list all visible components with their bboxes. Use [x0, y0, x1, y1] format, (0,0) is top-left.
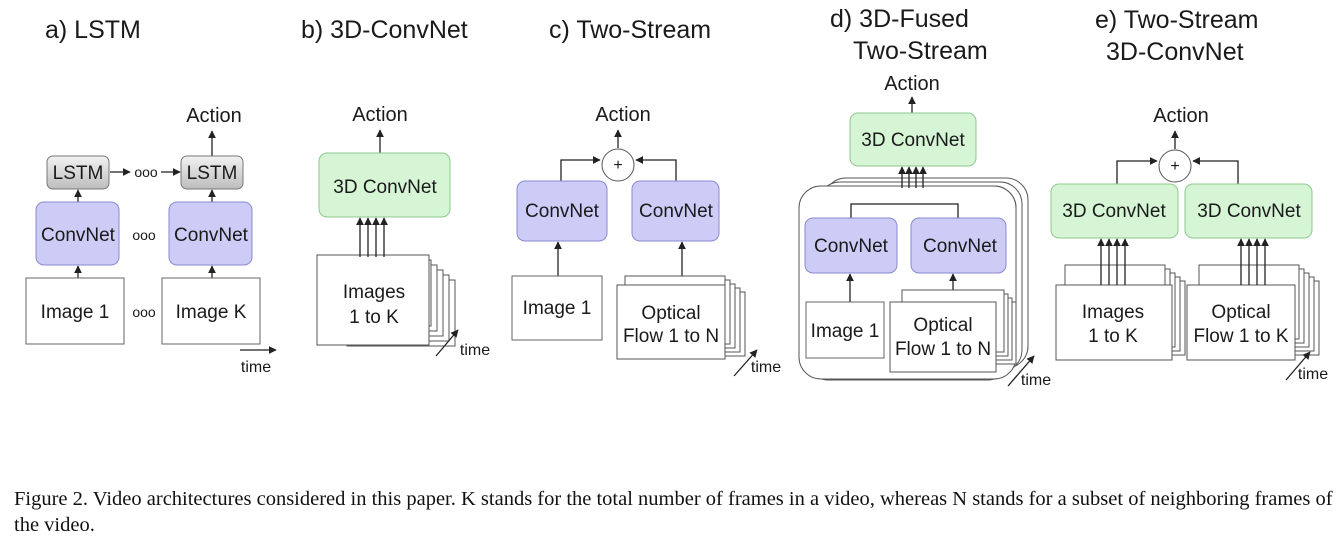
optical-flow-stack	[616, 275, 746, 360]
net3d-block-label: 3D ConvNet	[333, 177, 437, 198]
fusion-sum-symbol: +	[1170, 158, 1179, 175]
convnet-spatial-label: ConvNet	[814, 236, 889, 257]
net3d-rgb	[1050, 183, 1179, 239]
image-stack	[316, 254, 456, 347]
optical-flow-label-1: Optical	[913, 315, 972, 336]
panel-b-3d-convnet: b) 3D-ConvNet Action 3D ConvNet Images 1…	[301, 16, 490, 359]
image-stack-label-1: Images	[343, 282, 405, 303]
panel-b-action-label: Action	[352, 104, 408, 126]
panel-e-title-line-1: e) Two-Stream	[1095, 6, 1258, 34]
ellipsis-convnet: ooo	[132, 227, 156, 243]
panel-a-action-label: Action	[186, 105, 242, 127]
optical-flow-label-1: Optical	[641, 303, 700, 324]
image-frame-1-label: Image 1	[41, 302, 110, 323]
lstm-cell-k	[180, 155, 244, 190]
panel-d-title-line-1: d) 3D-Fused	[830, 5, 969, 33]
convnet-frame-k-label: ConvNet	[174, 225, 249, 246]
image-frame	[511, 275, 603, 341]
fusion-sum-node	[601, 148, 635, 182]
convnet-spatial	[516, 180, 608, 242]
net3d-fusion-block-label: 3D ConvNet	[861, 130, 965, 151]
architectures-figure: a) LSTM Action LSTM LSTM ooo ConvNet Con…	[25, 5, 1328, 389]
lstm-cell-1	[46, 155, 110, 190]
net3d-flow	[1184, 183, 1313, 239]
optical-flow-stack	[889, 289, 1017, 373]
image-stack	[1055, 264, 1186, 361]
lstm-cell-1-label: LSTM	[53, 163, 104, 184]
convnet-frame-1-label: ConvNet	[41, 225, 116, 246]
optical-flow-label-2: Flow 1 to K	[1193, 326, 1288, 347]
image-frame-label: Image 1	[523, 298, 592, 319]
figure-caption: Figure 2. Video architectures considered…	[14, 488, 1333, 536]
image-frame-1	[25, 277, 125, 345]
image-stack-label-2: 1 to K	[349, 307, 399, 328]
image-stack-label-2: 1 to K	[1088, 326, 1138, 347]
convnet-spatial-label: ConvNet	[525, 201, 600, 222]
panel-e-time-label: time	[1298, 366, 1328, 383]
lstm-cell-k-label: LSTM	[187, 163, 238, 184]
convnet-spatial	[804, 217, 898, 274]
panel-d-action-label: Action	[884, 73, 940, 95]
image-stack-label-1: Images	[1082, 302, 1144, 323]
panel-e-action-label: Action	[1153, 105, 1209, 127]
panel-b-time-label: time	[460, 342, 490, 359]
panel-a-lstm: a) LSTM Action LSTM LSTM ooo ConvNet Con…	[25, 16, 277, 376]
panel-d-3d-fused-two-stream: d) 3D-Fused Two-Stream Action 3D ConvNet…	[798, 5, 1051, 389]
panel-a-title: a) LSTM	[45, 16, 141, 44]
optical-flow-label-2: Flow 1 to N	[895, 339, 991, 360]
convnet-frame-k	[168, 201, 253, 266]
panel-c-two-stream: c) Two-Stream Action + ConvNet ConvNet I…	[511, 16, 781, 377]
image-frame-k	[161, 277, 261, 345]
convnet-temporal	[631, 180, 720, 242]
convnet-frame-1	[35, 201, 120, 266]
image-frame	[805, 301, 885, 359]
panel-b-title: b) 3D-ConvNet	[301, 16, 468, 44]
net3d-flow-label: 3D ConvNet	[1197, 201, 1301, 222]
ellipsis-image: ooo	[132, 304, 156, 320]
panel-a-time-label: time	[241, 359, 271, 376]
panel-c-title: c) Two-Stream	[549, 16, 711, 44]
panel-e-title-line-2: 3D-ConvNet	[1106, 38, 1244, 66]
net3d-rgb-label: 3D ConvNet	[1062, 201, 1166, 222]
panel-c-time-label: time	[751, 359, 781, 376]
convnet-temporal-label: ConvNet	[923, 236, 998, 257]
panel-d-title-line-2: Two-Stream	[853, 37, 988, 65]
panel-d-time-label: time	[1021, 372, 1051, 389]
net3d-fusion-block	[849, 112, 977, 167]
ellipsis-lstm: ooo	[134, 164, 158, 180]
image-frame-label: Image 1	[811, 321, 880, 342]
convnet-temporal-label: ConvNet	[639, 201, 714, 222]
net3d-block	[318, 152, 451, 218]
convnet-temporal	[910, 217, 1007, 274]
optical-flow-label-1: Optical	[1211, 302, 1270, 323]
panel-c-action-label: Action	[595, 104, 651, 126]
panel-e-two-stream-3d-convnet: e) Two-Stream 3D-ConvNet Action + 3D Con…	[1050, 6, 1328, 383]
optical-flow-label-2: Flow 1 to N	[623, 326, 719, 347]
fusion-sum-node	[1158, 149, 1192, 183]
fusion-sum-symbol: +	[613, 157, 622, 174]
image-frame-k-label: Image K	[176, 302, 247, 323]
optical-flow-stack	[1186, 264, 1320, 361]
